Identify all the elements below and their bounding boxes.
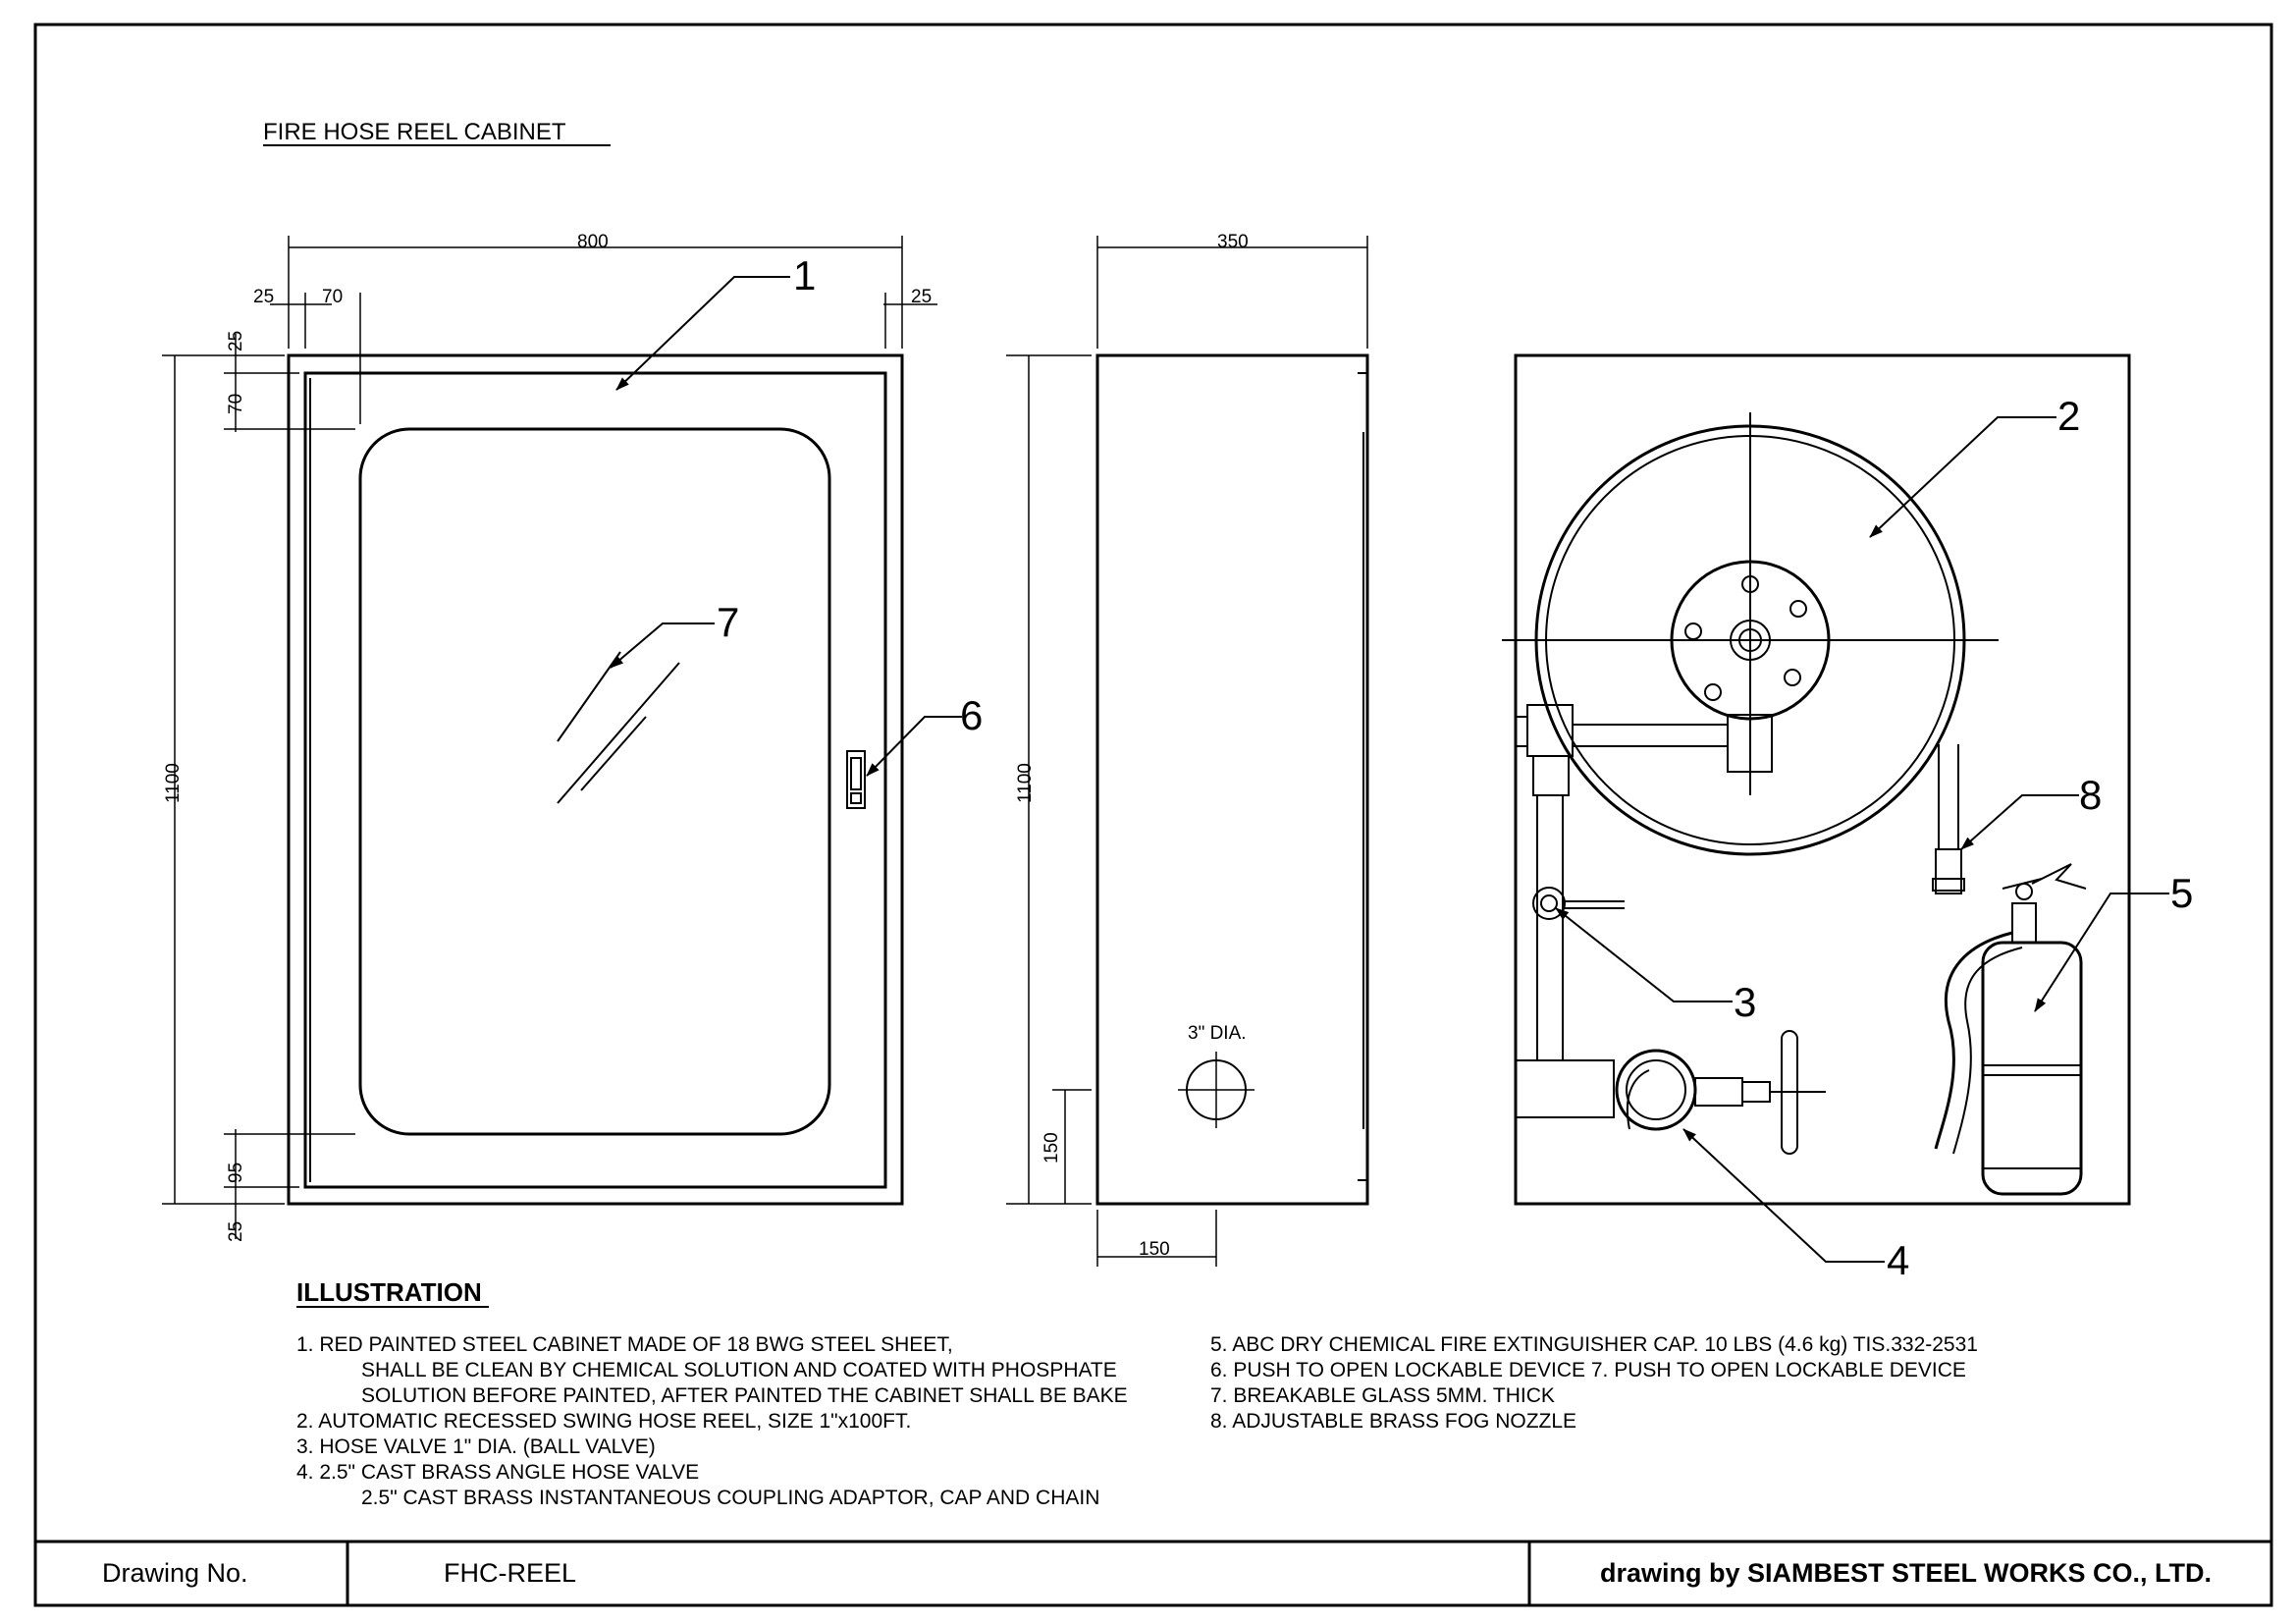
lock-handle <box>846 750 866 809</box>
cabinet-side <box>1095 353 1369 1206</box>
callout-5: 5 <box>2170 870 2193 916</box>
dim-inlet-offset: 150 <box>1139 1239 1170 1260</box>
callout-7: 7 <box>717 599 739 645</box>
note-left-1: 1. RED PAINTED STEEL CABINET MADE OF 18 … <box>296 1333 953 1356</box>
cabinet-outer-frame <box>287 353 904 1206</box>
dim-25-right: 25 <box>911 287 932 307</box>
ball-valve <box>1532 887 1566 920</box>
reel-hub <box>1670 560 1831 721</box>
note-right-2: 6. PUSH TO OPEN LOCKABLE DEVICE 7. PUSH … <box>1210 1359 1966 1381</box>
title-block <box>35 1540 2271 1605</box>
side-dimensions <box>1006 236 1368 1267</box>
dim-bottom-25: 25 <box>226 1221 246 1242</box>
dim-top-25: 25 <box>226 331 246 352</box>
drawing-title: FIRE HOSE REEL CABINET <box>263 119 566 145</box>
dim-depth: 350 <box>1217 232 1249 252</box>
callout-6: 6 <box>960 692 983 738</box>
note-left-6: 4. 2.5" CAST BRASS ANGLE HOSE VALVE <box>296 1461 699 1484</box>
note-right-1: 5. ABC DRY CHEMICAL FIRE EXTINGUISHER CA… <box>1210 1333 1978 1356</box>
front-leaders <box>610 276 962 777</box>
dim-front-height: 1100 <box>163 763 184 803</box>
fire-extinguisher <box>1981 941 2083 1196</box>
dim-70: 70 <box>322 287 343 307</box>
dim-inlet-dia: 3" DIA. <box>1188 1023 1247 1044</box>
side-view <box>1095 353 1369 1206</box>
dim-front-width: 800 <box>577 232 609 252</box>
note-left-2: SHALL BE CLEAN BY CHEMICAL SOLUTION AND … <box>361 1359 1117 1381</box>
note-left-4: 2. AUTOMATIC RECESSED SWING HOSE REEL, S… <box>296 1410 911 1433</box>
dim-side-height: 1100 <box>1015 763 1036 803</box>
dim-top-70: 70 <box>226 394 246 414</box>
illustration-heading: ILLUSTRATION <box>296 1277 482 1307</box>
dim-inlet-height: 150 <box>1041 1132 1062 1164</box>
door-glass <box>358 427 831 1136</box>
callout-2: 2 <box>2057 393 2080 439</box>
note-right-4: 8. ADJUSTABLE BRASS FOG NOZZLE <box>1210 1410 1576 1433</box>
dim-25-left: 25 <box>253 287 274 307</box>
callout-4: 4 <box>1887 1237 1909 1283</box>
notes-right: 5. ABC DRY CHEMICAL FIRE EXTINGUISHER CA… <box>1210 1333 1978 1433</box>
cabinet-door <box>303 371 887 1189</box>
drawing-no-value: FHC-REEL <box>444 1558 576 1588</box>
note-left-3: SOLUTION BEFORE PAINTED, AFTER PAINTED T… <box>361 1384 1128 1407</box>
callout-8: 8 <box>2079 772 2102 818</box>
notes-left: 1. RED PAINTED STEEL CABINET MADE OF 18 … <box>296 1333 1128 1509</box>
sheet-border <box>33 23 2273 1607</box>
fog-nozzle <box>1935 848 1962 894</box>
interior-leaders <box>1555 416 2169 1263</box>
callout-3: 3 <box>1734 979 1756 1025</box>
cabinet-interior <box>1514 353 2131 1206</box>
note-left-7: 2.5" CAST BRASS INSTANTANEOUS COUPLING A… <box>361 1487 1099 1509</box>
interior-view <box>1502 353 2131 1206</box>
front-view <box>287 353 904 1206</box>
note-left-5: 3. HOSE VALVE 1" DIA. (BALL VALVE) <box>296 1435 656 1458</box>
drawing-no-label: Drawing No. <box>102 1558 248 1588</box>
front-dimensions <box>162 236 937 1239</box>
note-right-3: 7. BREAKABLE GLASS 5MM. THICK <box>1210 1384 1555 1407</box>
callout-1: 1 <box>793 252 816 298</box>
drawn-by: drawing by SIAMBEST STEEL WORKS CO., LTD… <box>1600 1558 2212 1588</box>
dim-bottom-95: 95 <box>226 1163 246 1183</box>
